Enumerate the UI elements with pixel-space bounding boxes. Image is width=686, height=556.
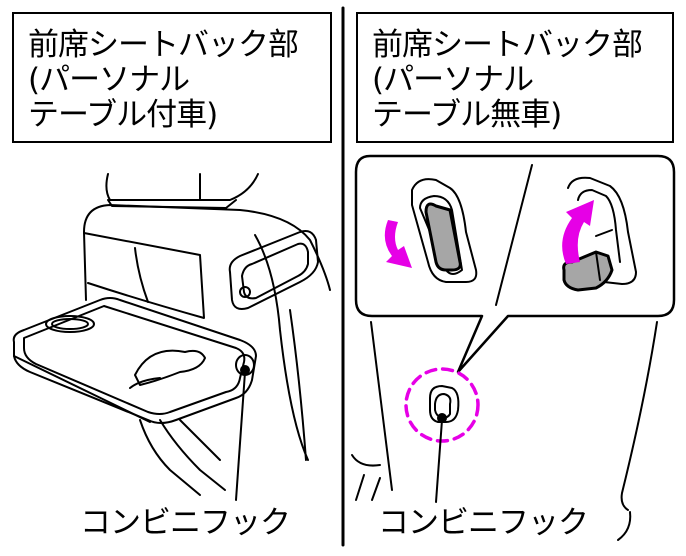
seat-pocket-seam (134, 247, 149, 303)
headrest (105, 173, 259, 201)
convenience-hook-label-left: コンビニフック (80, 505, 291, 541)
rotate-down-arrow-icon (384, 220, 412, 268)
caption-line: テーブル無車) (372, 97, 562, 133)
personal-table (12, 297, 257, 424)
detail-callout (354, 154, 676, 374)
convenience-hook-label-right: コンビニフック (378, 505, 589, 541)
caption-without-table: 前席シートバック部 (パーソナル テーブル無車) (356, 12, 674, 143)
caption-line: テーブル付車) (28, 97, 218, 133)
seat-with-table-illustration (12, 173, 331, 501)
caption-line: 前席シートバック部 (28, 27, 299, 63)
hook-stowed-view (411, 178, 478, 283)
leader-line-right (435, 419, 443, 503)
table-arm (139, 419, 226, 496)
seat-back-rear-edge (289, 309, 307, 461)
seat-back-outline (83, 204, 331, 301)
caption-line: (パーソナル (372, 62, 534, 98)
seat-without-table-illustration (351, 154, 676, 541)
leader-line-left (235, 371, 246, 501)
convenience-hook-right (429, 385, 460, 423)
hook-location-highlight (404, 367, 480, 443)
rotate-up-arrow-icon (562, 200, 594, 264)
seat-back-right-edge (620, 321, 658, 511)
cup-holder-1 (45, 315, 95, 333)
seat-pocket (83, 232, 205, 319)
caption-line: (パーソナル (28, 62, 190, 98)
seat-back-side (254, 234, 309, 461)
seat-back-left-edge (370, 321, 393, 491)
side-grab-handle (228, 230, 319, 310)
caption-line: 前席シートバック部 (372, 27, 643, 63)
cup-holder-2 (134, 349, 206, 386)
caption-with-table: 前席シートバック部 (パーソナル テーブル付車) (12, 12, 332, 143)
